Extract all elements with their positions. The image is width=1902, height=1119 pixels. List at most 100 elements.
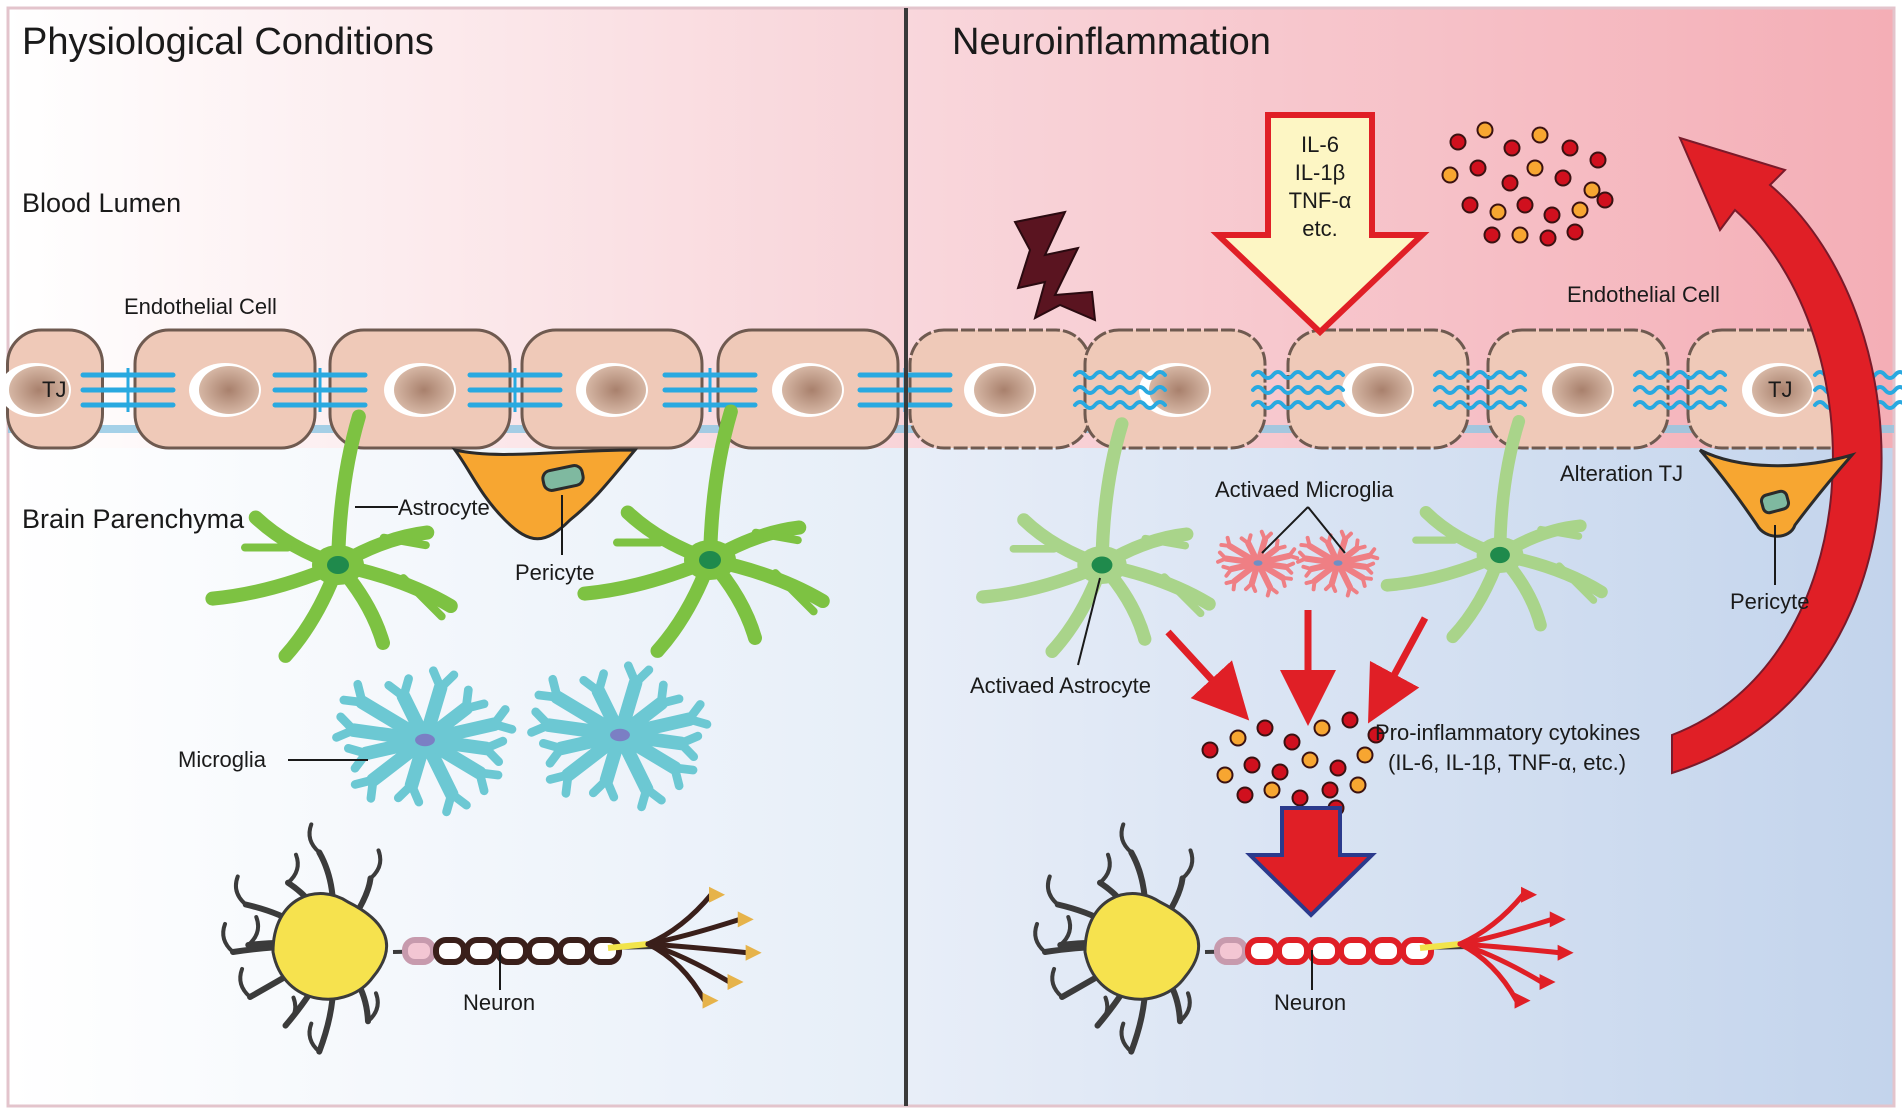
myelin-segment xyxy=(1307,937,1341,965)
cytokine-dot xyxy=(1341,711,1359,729)
cytokines-label-1: Pro-inflammatory cytokines xyxy=(1375,720,1640,745)
microglia-branch xyxy=(428,666,445,693)
myelin-segment xyxy=(526,937,560,965)
astrocyte-nucleus xyxy=(699,551,721,569)
microglia-branch xyxy=(1268,585,1279,595)
dendrite-branch xyxy=(1050,967,1065,999)
dendrite-branch xyxy=(1119,1021,1134,1054)
astrocyte-left-1 xyxy=(205,409,458,663)
cytokine-dot xyxy=(1511,226,1529,244)
cytokine-dot xyxy=(1321,781,1339,799)
microglia-branch xyxy=(1224,567,1234,578)
microglia-branch xyxy=(366,775,378,803)
activated-microglia-leader-1 xyxy=(1261,506,1309,554)
synaptic-bouton xyxy=(1539,974,1556,991)
tj-label-left: TJ xyxy=(42,377,66,402)
neuron-label-left: Neuron xyxy=(463,990,535,1015)
feedback-arrow xyxy=(1671,136,1883,775)
microglia-left-1 xyxy=(332,666,517,817)
dendrite-branch xyxy=(1180,848,1195,881)
dendrite-branch xyxy=(246,915,261,948)
myelin-segment xyxy=(1214,937,1248,965)
microglia-branch xyxy=(1280,575,1293,581)
microglia-branch xyxy=(384,680,408,701)
nucleus xyxy=(1752,366,1812,414)
parenchyma-left xyxy=(8,448,906,1106)
microglia-label: Microglia xyxy=(178,747,267,772)
right-panel-title: Neuroinflammation xyxy=(952,21,1271,63)
microglia-branch xyxy=(656,680,668,708)
myelin-segment xyxy=(588,937,622,965)
microglia-branch xyxy=(1311,579,1317,592)
microglia-branch xyxy=(1360,575,1373,581)
microglia-branch xyxy=(670,763,698,775)
myelin-segment xyxy=(433,937,467,965)
neuron-soma xyxy=(1083,892,1201,1001)
dendrite-branch xyxy=(366,991,380,1024)
microglia-branch xyxy=(1329,581,1338,593)
synaptic-bouton xyxy=(737,911,754,928)
astrocyte-nucleus xyxy=(1490,546,1510,564)
microglia-branch xyxy=(1231,579,1237,592)
activated-astrocyte-leader xyxy=(1077,577,1101,666)
cytokines-label-2: (IL-6, IL-1β, TNF-α, etc.) xyxy=(1388,750,1626,775)
microglia-branch xyxy=(1239,536,1251,546)
microglia-nucleus xyxy=(1333,560,1343,566)
cytokine-dot xyxy=(1449,133,1467,151)
astrocyte-nucleus xyxy=(327,556,349,574)
microglia-branch xyxy=(1274,538,1280,551)
synaptic-bouton xyxy=(1549,911,1566,928)
cytokine-dot xyxy=(1283,733,1301,751)
microglia-branch xyxy=(527,720,553,737)
synaptic-bouton xyxy=(1521,886,1538,903)
dendrite-branch xyxy=(286,852,300,885)
cytokine-dot xyxy=(1596,191,1614,209)
cytokine-dot xyxy=(1489,203,1507,221)
microglia-branch xyxy=(475,768,503,780)
astrocyte-branch xyxy=(1141,534,1190,550)
activated-astrocyte-label: Activaed Astrocyte xyxy=(970,673,1151,698)
synaptic-bouton xyxy=(745,944,762,961)
astrocyte-nucleus xyxy=(1091,556,1113,574)
altered-tight-junction-strand xyxy=(1433,385,1527,395)
synaptic-bouton xyxy=(1514,992,1531,1009)
cytokine-dot xyxy=(1531,126,1549,144)
cytokine-dot xyxy=(1367,726,1385,744)
myelin-segment xyxy=(557,937,591,965)
cytokine-dot xyxy=(1571,201,1589,219)
microglia-branch xyxy=(1319,536,1331,546)
cytokine-dot xyxy=(1216,766,1234,784)
microglia-branch xyxy=(461,685,473,713)
myelin-segment xyxy=(464,937,498,965)
microglia-branch xyxy=(1296,556,1308,564)
pericyte-left xyxy=(451,447,639,541)
synaptic-bouton xyxy=(1557,944,1574,961)
cytokine-input-arrow xyxy=(1210,112,1430,337)
altered-tight-junction-strand xyxy=(1433,400,1527,410)
microglia-branch xyxy=(332,725,358,742)
dendrite-branch xyxy=(1095,995,1110,1028)
nucleus xyxy=(586,366,646,414)
dendrite-branch xyxy=(1119,822,1134,855)
pericyte-right xyxy=(1698,448,1857,538)
microglia-branch xyxy=(481,736,508,753)
astrocyte-left-2 xyxy=(577,404,830,658)
nucleus xyxy=(1352,366,1412,414)
microglia-branch xyxy=(1367,547,1377,558)
cytokine-dot xyxy=(1561,139,1579,157)
microglia-branch xyxy=(1283,561,1296,569)
astrocyte-branch xyxy=(379,533,430,550)
microglia-left-2 xyxy=(527,661,712,812)
altered-tight-junction-strand xyxy=(1073,400,1167,410)
cytokine-dot xyxy=(1461,196,1479,214)
dendrite-branch xyxy=(283,995,298,1028)
microglia-branch xyxy=(1304,567,1314,578)
microglia-nucleus xyxy=(415,733,435,747)
altered-tight-junction-strand xyxy=(1251,370,1345,380)
microglia-branch xyxy=(489,705,510,729)
microglia-branch xyxy=(545,744,566,768)
nucleus xyxy=(394,366,454,414)
cytokine-dot xyxy=(1476,121,1494,139)
nucleus xyxy=(199,366,259,414)
cytokine-dot xyxy=(1554,169,1572,187)
